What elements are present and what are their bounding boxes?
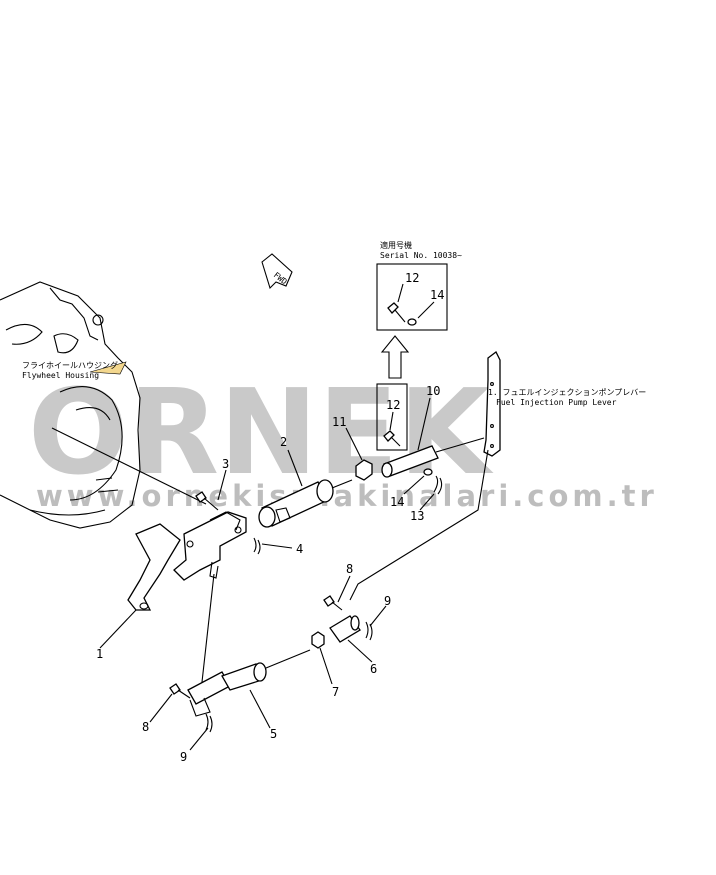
callout-12-inset: 12 xyxy=(405,271,419,285)
callout-8-lower: 8 xyxy=(142,720,149,734)
part-8-bolt-lower xyxy=(169,683,191,699)
part-8-bolt-upper xyxy=(323,595,343,611)
watermark-url: www.ornekisrnakinalari.com.tr xyxy=(36,479,658,513)
callout-14-inset: 14 xyxy=(430,288,444,302)
callout-3: 3 xyxy=(222,457,229,471)
callout-5: 5 xyxy=(270,727,277,741)
serial-label-en: Serial No. 10038~ xyxy=(380,251,462,260)
leader-11 xyxy=(345,427,363,461)
forward-arrow-icon: FWD xyxy=(261,253,293,290)
callout-1: 1 xyxy=(96,647,103,661)
leader-13 xyxy=(419,493,435,511)
part-5-cylinder xyxy=(187,649,311,717)
leader-bracket-to-rod xyxy=(199,573,215,701)
leader-14-inset xyxy=(417,301,435,319)
callout-13: 13 xyxy=(410,509,424,523)
leader-12-inset xyxy=(397,283,404,303)
bolt-12-inset xyxy=(387,302,406,323)
leader-8-upper xyxy=(337,575,351,603)
leader-8-lower xyxy=(149,693,173,723)
leader-10 xyxy=(417,397,431,451)
leader-7 xyxy=(319,647,333,685)
part-9-pin-lower xyxy=(205,713,213,733)
up-arrow-icon xyxy=(380,335,410,379)
lower-inset-box xyxy=(376,383,408,451)
leader-flywheel-bracket xyxy=(51,427,207,505)
bolt-12-lower xyxy=(383,430,401,447)
watermark-brand: ORNEK xyxy=(28,363,495,501)
leader-4 xyxy=(261,543,293,549)
part-2-cylinder xyxy=(258,479,353,528)
washer-14-inset xyxy=(407,318,417,326)
leader-9-lower xyxy=(189,727,209,751)
fuel-lever-label-en: Fuel Injection Pump Lever xyxy=(496,398,617,407)
callout-11: 11 xyxy=(332,415,346,429)
callout-8-upper: 8 xyxy=(346,562,353,576)
callout-9-lower: 9 xyxy=(180,750,187,764)
callout-2: 2 xyxy=(280,435,287,449)
part-14-washer xyxy=(423,468,433,476)
leader-1 xyxy=(99,609,137,649)
callout-9-upper: 9 xyxy=(384,594,391,608)
part-6-clevis xyxy=(329,615,361,643)
flywheel-label-jp: フライホイールハウジング xyxy=(22,360,118,370)
flywheel-housing xyxy=(0,281,141,529)
part-11-nut xyxy=(355,459,373,481)
serial-inset-box xyxy=(376,263,448,331)
serial-label-jp: 適用号機 xyxy=(380,240,412,250)
leader-12-lower xyxy=(389,411,394,431)
leader-3 xyxy=(217,469,227,501)
callout-7: 7 xyxy=(332,685,339,699)
callout-14: 14 xyxy=(390,495,404,509)
callout-6: 6 xyxy=(370,662,377,676)
fuel-injection-pump-lever xyxy=(483,351,501,457)
part-4-pin xyxy=(253,537,261,555)
leader-2 xyxy=(287,449,303,487)
part-13-cotter-pin xyxy=(433,475,443,495)
fuel-lever-label-jp: 1. フュエルインジェクションポンプレバー xyxy=(488,388,646,397)
leader-9-upper xyxy=(369,605,387,627)
leader-5 xyxy=(249,689,271,729)
part-10-rod-end xyxy=(381,437,485,478)
callout-4: 4 xyxy=(296,542,303,556)
leader-6 xyxy=(347,639,373,663)
leader-lever-rod xyxy=(349,449,489,601)
flywheel-label-en: Flywheel Housing xyxy=(22,371,99,380)
leader-14 xyxy=(403,475,425,495)
part-1-bracket xyxy=(127,511,247,611)
callout-10: 10 xyxy=(426,384,440,398)
part-3-bolt xyxy=(195,491,219,511)
callout-12-lower: 12 xyxy=(386,398,400,412)
part-7-nut xyxy=(311,631,325,649)
